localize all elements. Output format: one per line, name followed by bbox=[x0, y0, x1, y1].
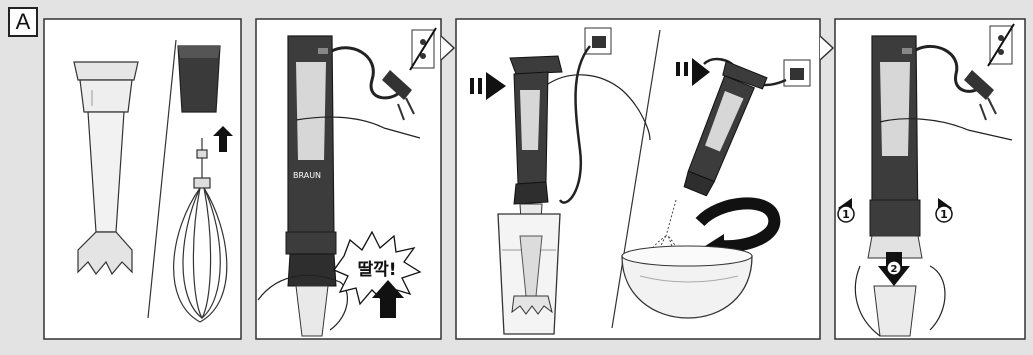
brand-label: BRAUN bbox=[293, 171, 321, 180]
whisk-gear-box bbox=[178, 46, 220, 112]
beaker bbox=[498, 214, 560, 334]
gear-box-attached bbox=[288, 254, 336, 286]
wall-socket-icon bbox=[585, 28, 611, 54]
wall-socket-icon-right bbox=[784, 60, 810, 86]
motor-unit-detach bbox=[870, 36, 920, 236]
panel-attach-whisk: BRAUN 딸깍! bbox=[256, 19, 454, 339]
panel-plug-in-and-operate bbox=[456, 19, 833, 339]
no-plug-icon-right bbox=[988, 24, 1014, 66]
whisk-shaft bbox=[296, 286, 328, 336]
panel-detach: 1 1 2 bbox=[835, 19, 1025, 339]
press-badge-right: 1 bbox=[940, 208, 948, 221]
panel-parts bbox=[44, 19, 241, 339]
pull-badge: 2 bbox=[891, 264, 898, 275]
detach-shaft bbox=[874, 286, 916, 336]
click-sound-label: 딸깍! bbox=[357, 260, 396, 280]
no-plug-icon bbox=[410, 28, 436, 70]
press-badge-left: 1 bbox=[842, 208, 850, 221]
step-label: A bbox=[8, 7, 38, 37]
motor-unit: BRAUN bbox=[286, 36, 336, 254]
